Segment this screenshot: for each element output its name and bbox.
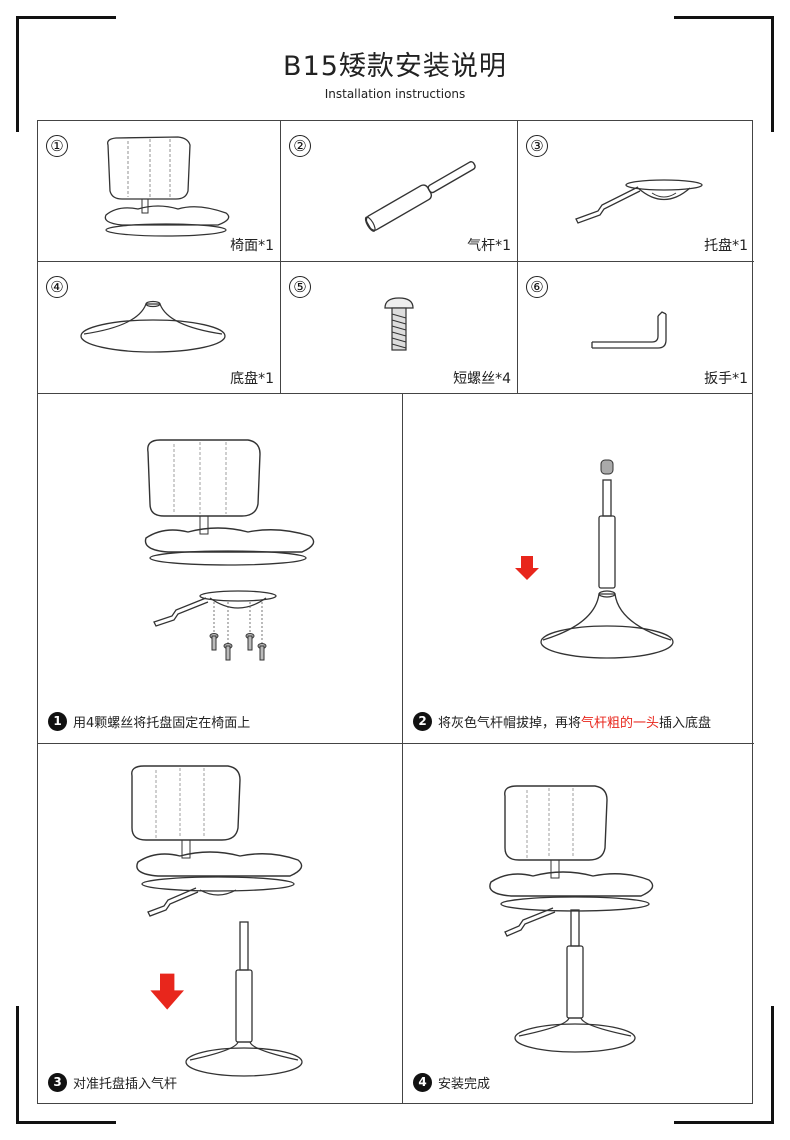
- steps-grid: 1 用4颗螺丝将托盘固定在椅面上 2 将灰色气杆帽拔掉，再将气杆粗的一头插入底盘: [37, 394, 754, 1104]
- step-text-highlight: 气杆粗的一头: [581, 716, 660, 731]
- part-number: ⑤: [289, 276, 311, 298]
- step-1-panel: 1 用4颗螺丝将托盘固定在椅面上: [38, 394, 403, 744]
- page-subtitle: Installation instructions: [324, 87, 466, 101]
- step-badge: 2: [413, 712, 432, 731]
- corner-bracket-bottom-right: [674, 1121, 774, 1124]
- step-badge: 3: [48, 1073, 67, 1092]
- step-1-illustration: [144, 439, 315, 661]
- corner-bracket-bottom-right: [771, 1006, 774, 1124]
- part-label: 椅面*1: [230, 238, 274, 254]
- part-cell-5: ⑤ 短螺丝*4: [281, 262, 518, 394]
- step-2-panel: 2 将灰色气杆帽拔掉，再将气杆粗的一头插入底盘: [403, 394, 754, 744]
- corner-bracket-bottom-left: [16, 1121, 116, 1124]
- corner-bracket-top-right: [674, 16, 774, 19]
- gas-lift-icon: [364, 161, 476, 232]
- step-2-caption: 2 将灰色气杆帽拔掉，再将气杆粗的一头插入底盘: [413, 712, 711, 731]
- part-cell-3: ③ 托盘*1: [518, 121, 754, 262]
- tray-mechanism-icon: [575, 179, 703, 224]
- step-4-panel: 4 安装完成: [403, 744, 754, 1104]
- part-number: ④: [46, 276, 68, 298]
- part-label: 扳手*1: [704, 371, 748, 387]
- corner-bracket-top-left: [16, 16, 116, 19]
- corner-bracket-top-right: [771, 16, 774, 132]
- part-number: ②: [289, 135, 311, 157]
- step-badge: 4: [413, 1073, 432, 1092]
- step-3-illustration: [131, 765, 303, 1077]
- part-number: ⑥: [526, 276, 548, 298]
- part-cell-4: ④ 底盘*1: [38, 262, 281, 394]
- step-badge: 1: [48, 712, 67, 731]
- part-cell-2: ② 气杆*1: [281, 121, 518, 262]
- step-text: 对准托盘插入气杆: [73, 1077, 178, 1092]
- step-text: 插入底盘: [659, 716, 712, 731]
- part-number: ③: [526, 135, 548, 157]
- hex-wrench-icon: [591, 311, 667, 349]
- step-text: 将灰色气杆帽拔掉，再将: [438, 716, 582, 731]
- part-label: 托盘*1: [704, 238, 748, 254]
- part-label: 底盘*1: [230, 371, 274, 387]
- step-4-illustration: [489, 785, 654, 1053]
- step-3-caption: 3 对准托盘插入气杆: [48, 1073, 177, 1092]
- part-cell-1: ① 椅面*1: [38, 121, 281, 262]
- step-text: 安装完成: [438, 1077, 491, 1092]
- chair-seat-icon: [104, 136, 230, 237]
- corner-bracket-top-left: [16, 16, 19, 132]
- part-label: 短螺丝*4: [453, 371, 511, 387]
- step-1-caption: 1 用4颗螺丝将托盘固定在椅面上: [48, 712, 250, 731]
- part-number: ①: [46, 135, 68, 157]
- step-text: 用4颗螺丝将托盘固定在椅面上: [73, 716, 251, 731]
- corner-bracket-bottom-left: [16, 1006, 19, 1124]
- page-title: B15矮款安装说明: [283, 51, 507, 82]
- screw-icon: [384, 297, 414, 351]
- part-label: 气杆*1: [467, 238, 511, 254]
- parts-grid: ① 椅面*1 ② 气杆*1 ③ 托盘*1: [37, 120, 754, 394]
- part-cell-6: ⑥ 扳手*1: [518, 262, 754, 394]
- base-disc-icon: [80, 300, 226, 353]
- step-4-caption: 4 安装完成: [413, 1073, 490, 1092]
- step-3-panel: 3 对准托盘插入气杆: [38, 744, 403, 1104]
- step-2-illustration: [515, 459, 674, 659]
